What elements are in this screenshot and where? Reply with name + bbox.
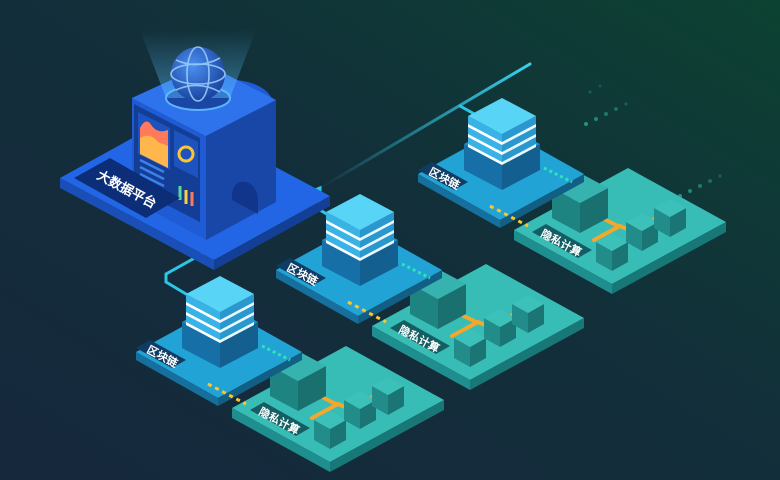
compute-cube bbox=[314, 411, 346, 449]
compute-cube bbox=[344, 391, 376, 429]
data-link bbox=[543, 166, 573, 184]
blockchain-server-stack bbox=[186, 276, 254, 343]
data-link bbox=[489, 204, 529, 228]
blockchain-server-stack bbox=[468, 98, 536, 165]
compute-cube bbox=[454, 329, 486, 367]
blockchain-server-stack bbox=[326, 194, 394, 261]
data-link bbox=[261, 344, 291, 362]
data-link bbox=[207, 382, 247, 406]
compute-cube bbox=[484, 309, 516, 347]
globe-icon bbox=[170, 46, 226, 102]
data-link bbox=[401, 262, 431, 280]
compute-cube bbox=[654, 199, 686, 237]
compute-cube bbox=[512, 295, 544, 333]
compute-cube bbox=[626, 213, 658, 251]
data-link bbox=[347, 300, 387, 324]
compute-cube bbox=[596, 233, 628, 271]
compute-cube bbox=[372, 377, 404, 415]
